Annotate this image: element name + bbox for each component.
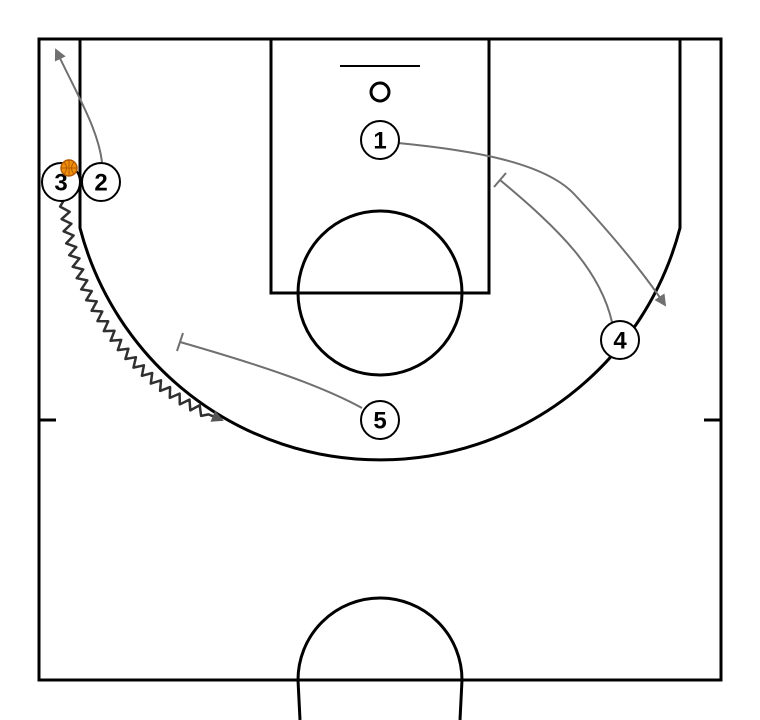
player-1: 1 xyxy=(360,120,400,160)
player-5-label: 5 xyxy=(373,408,386,435)
player-4-label: 4 xyxy=(613,328,627,355)
player-2: 2 xyxy=(81,162,121,202)
center-circle-left-edge xyxy=(296,679,302,720)
cut-path-player-2 xyxy=(54,48,103,163)
screen-path-player-5 xyxy=(179,341,363,409)
player-5-marker xyxy=(360,400,400,440)
basketball-icon xyxy=(60,159,78,177)
cut-path-player-1 xyxy=(397,142,667,307)
player-1-label: 1 xyxy=(373,128,386,155)
center-circle-right-edge xyxy=(458,679,464,720)
player-1-marker xyxy=(360,120,400,160)
free-throw-circle xyxy=(296,209,464,377)
screen-bar-player-5 xyxy=(176,332,184,352)
screen-bar-player-4 xyxy=(493,172,507,188)
screen-path-player-4 xyxy=(499,179,613,323)
player-2-marker xyxy=(81,162,121,202)
free-throw-lane xyxy=(269,37,491,295)
player-2-label: 2 xyxy=(94,170,107,197)
player-3-label: 3 xyxy=(54,170,67,197)
rim xyxy=(369,81,391,103)
center-circle xyxy=(296,596,464,681)
player-4-marker xyxy=(600,320,640,360)
dribble-path-player-3 xyxy=(58,199,224,422)
player-5: 5 xyxy=(360,400,400,440)
movements xyxy=(54,48,667,422)
player-4: 4 xyxy=(600,320,640,360)
